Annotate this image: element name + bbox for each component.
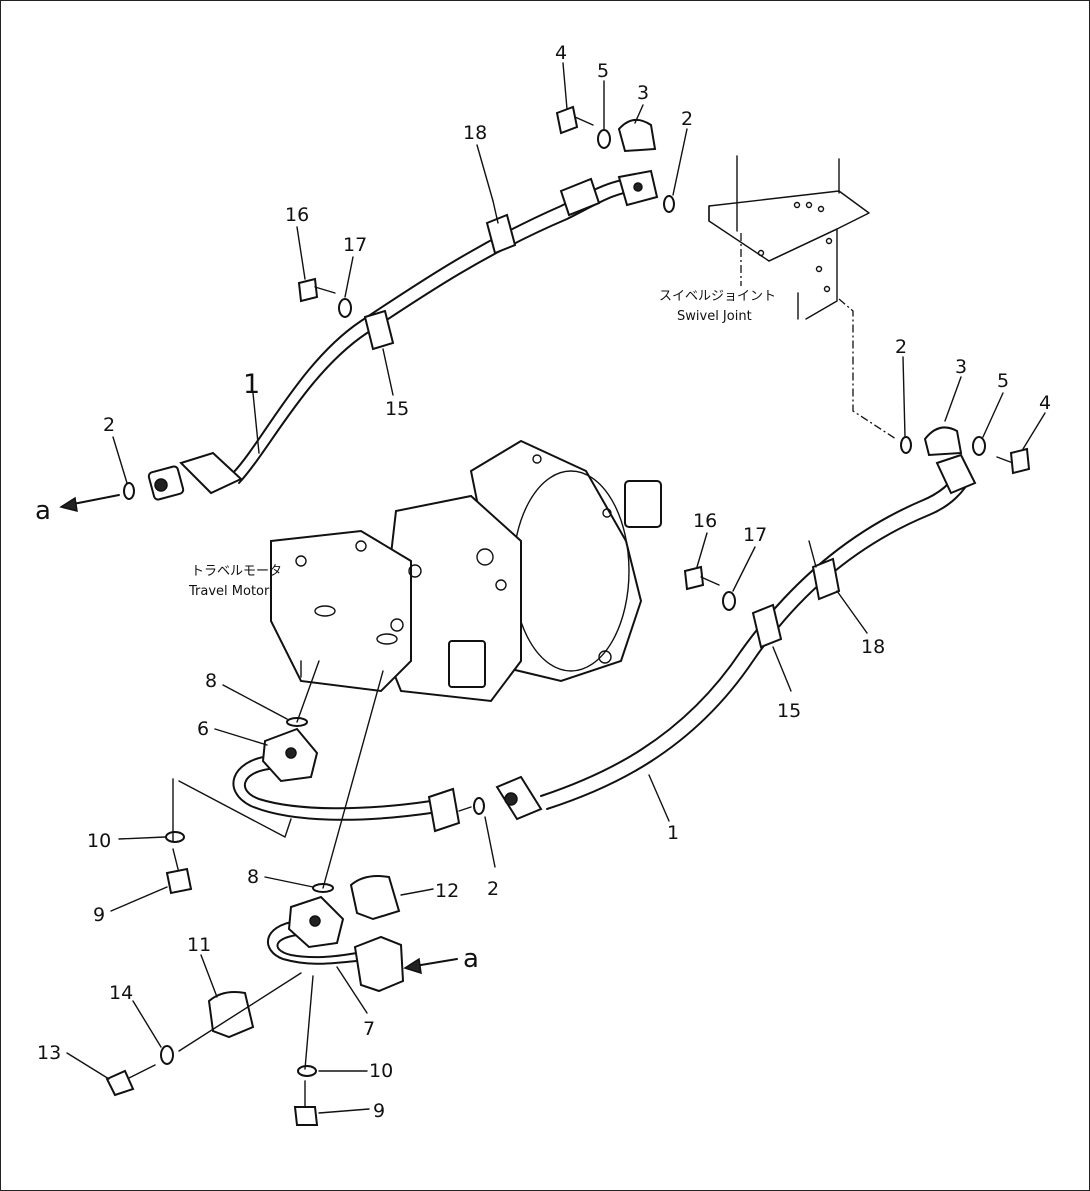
clamp-15-lower (751, 603, 783, 649)
callout-16-upper: 16 (285, 204, 309, 226)
o-ring-2-top (663, 195, 675, 213)
callout-10-bottom: 10 (369, 1060, 393, 1082)
travel-motor (270, 439, 662, 703)
split-flange-11 (207, 991, 255, 1039)
bolt-9-left (165, 848, 193, 895)
washer-17-upper (338, 298, 352, 318)
swivel-joint-label-en: Swivel Joint (677, 309, 752, 324)
callout-14: 14 (109, 982, 133, 1004)
hose-right (495, 453, 977, 821)
callout-13: 13 (37, 1042, 61, 1064)
tube-6 (232, 727, 461, 833)
callout-2-upper-left: 2 (103, 414, 115, 436)
callout-16-lower: 16 (693, 510, 717, 532)
callout-1-lower: 1 (667, 822, 679, 844)
callout-18-lower: 18 (861, 636, 885, 658)
callout-2-lower: 2 (487, 878, 499, 900)
clamp-15-upper (363, 309, 395, 351)
callout-9-left: 9 (93, 904, 105, 926)
callout-11: 11 (187, 934, 211, 956)
callout-9-bottom: 9 (373, 1100, 385, 1122)
washer-17-lower (722, 591, 736, 611)
travel-motor-label: トラベルモータ Travel Motor (188, 564, 282, 599)
washer-14 (160, 1045, 174, 1065)
callout-18-upper: 18 (463, 122, 487, 144)
swivel-joint (708, 155, 897, 440)
ref-letter-a-right: a (463, 944, 479, 974)
ref-letter-a-left: a (35, 496, 51, 526)
split-flange-12 (349, 875, 401, 921)
callout-4-right: 4 (1039, 392, 1051, 414)
callout-3-top: 3 (637, 82, 649, 104)
callout-10-left: 10 (87, 830, 111, 852)
o-ring-2-lower (473, 797, 485, 815)
callout-8-lower: 8 (247, 866, 259, 888)
callout-17-upper: 17 (343, 234, 367, 256)
ref-arrow-left: a (35, 494, 120, 526)
callout-4-top: 4 (555, 42, 567, 64)
callout-15-lower: 15 (777, 700, 801, 722)
swivel-joint-label: スイベルジョイント Swivel Joint (659, 289, 776, 324)
callout-2-top: 2 (681, 108, 693, 130)
washer-10-left (165, 831, 185, 843)
ref-arrow-right: a (403, 944, 479, 975)
travel-motor-label-jp: トラベルモータ (191, 564, 282, 579)
bolt-13 (105, 1064, 156, 1097)
callout-15-upper: 15 (385, 398, 409, 420)
callout-5-top: 5 (597, 60, 609, 82)
bolt-16-upper (297, 277, 336, 303)
washer-10-bottom (297, 1065, 317, 1077)
bolt-9-bottom (293, 1080, 319, 1126)
tube-7 (267, 895, 405, 993)
o-ring-2-upper-left (123, 482, 135, 500)
connection-lines (172, 660, 472, 1070)
washer-5-right (972, 436, 986, 456)
swivel-joint-label-jp: スイベルジョイント (659, 289, 776, 304)
washer-5-top (597, 129, 611, 149)
callout-12: 12 (435, 880, 459, 902)
callout-8-upper: 8 (205, 670, 217, 692)
bolt-4-top (555, 105, 594, 135)
hose-upper (147, 169, 659, 501)
o-ring-2-swivel (900, 436, 912, 454)
callout-1-upper: 1 (243, 369, 260, 400)
callout-3-right: 3 (955, 356, 967, 378)
clamp-18-upper (485, 200, 517, 255)
bolt-4-right (996, 447, 1031, 475)
callout-17-lower: 17 (743, 524, 767, 546)
bolt-16-lower (683, 565, 720, 591)
callouts: 4 5 3 2 18 16 17 15 1 2 2 3 5 (37, 42, 1051, 1122)
split-flange-3-right (923, 426, 963, 457)
clamp-18-lower (808, 540, 841, 601)
callout-2-right: 2 (895, 336, 907, 358)
callout-6: 6 (197, 718, 209, 740)
callout-7: 7 (363, 1018, 375, 1040)
travel-motor-label-en: Travel Motor (188, 584, 270, 599)
split-flange-3-top (617, 118, 657, 153)
callout-5-right: 5 (997, 370, 1009, 392)
